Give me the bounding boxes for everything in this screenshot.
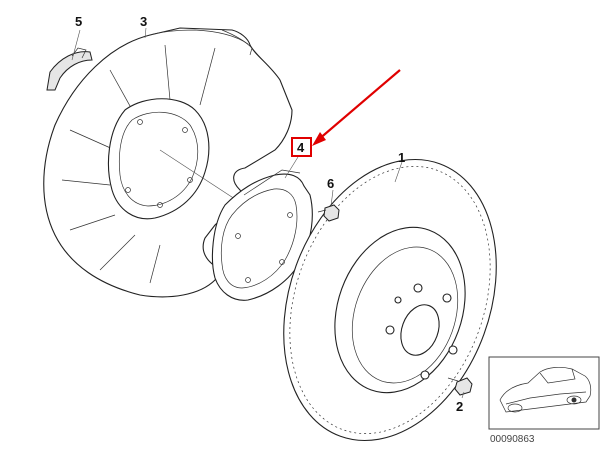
disc-screw xyxy=(447,377,473,396)
highlight-arrow xyxy=(312,69,401,146)
brake-shoe-carrier xyxy=(211,169,313,301)
callout-3: 3 xyxy=(140,14,147,29)
protection-plate xyxy=(43,27,421,321)
callout-4: 4 xyxy=(297,140,305,155)
callout-4-highlight-box xyxy=(291,137,312,157)
callout-2: 2 xyxy=(456,399,463,414)
vehicle-thumbnail xyxy=(488,356,600,430)
clip xyxy=(46,47,93,91)
callout-5: 5 xyxy=(75,14,82,29)
brake-disc xyxy=(283,158,497,442)
callout-6: 6 xyxy=(327,176,334,191)
bolt xyxy=(317,204,340,222)
reference-number: 00090863 xyxy=(490,434,535,445)
car-outline-icon xyxy=(499,366,592,413)
leader-lines xyxy=(71,27,465,399)
callout-1: 1 xyxy=(398,150,405,165)
